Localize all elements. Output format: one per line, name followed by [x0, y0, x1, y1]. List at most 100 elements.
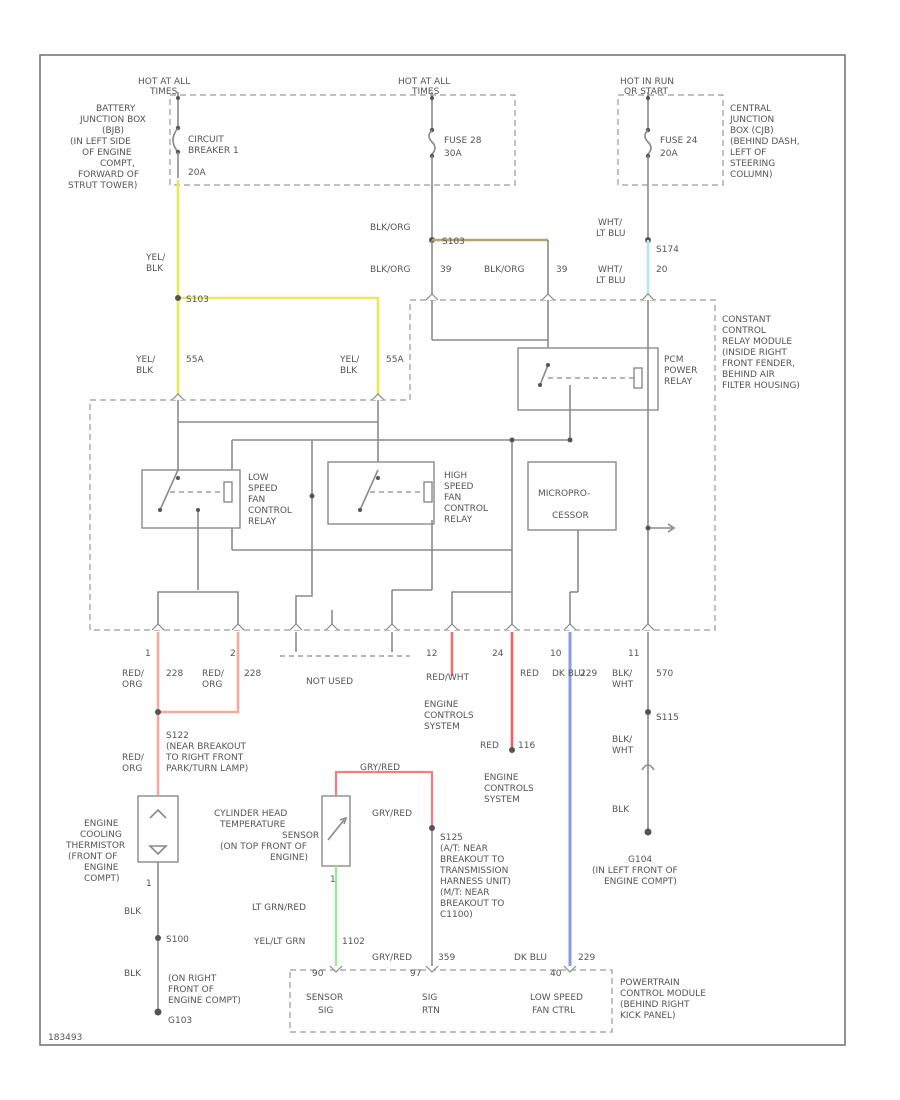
red-wht-label: RED/WHT	[426, 673, 470, 683]
low-speed-fan-ctrl-label-2: FAN CTRL	[532, 1006, 575, 1016]
low-speed-relay-label: LOW SPEED FAN CONTROL RELAY	[248, 473, 292, 527]
hot-at-all-label-2: HOT AT ALL	[398, 77, 450, 87]
g104-label: G104 (IN LEFT FRONT OF ENGINE COMPT)	[592, 855, 678, 887]
ccrm-label: CONSTANT CONTROL RELAY MODULE (INSIDE RI…	[722, 315, 800, 391]
pin-40: 40	[550, 969, 562, 979]
cjb-label: CENTRAL JUNCTION BOX (CJB) (BEHIND DASH,…	[729, 104, 800, 180]
splice-s115-label: S115	[656, 713, 679, 723]
blk-org-circuit-3: 39	[556, 265, 568, 275]
hot-in-run-or-start: OR START	[624, 87, 668, 97]
svg-text:ENGINE: ENGINE	[84, 863, 119, 873]
svg-text:SYSTEM: SYSTEM	[484, 795, 520, 805]
splice-s125	[429, 825, 435, 831]
s122-label: S122 (NEAR BREAKOUT TO RIGHT FRONT PARK/…	[165, 731, 248, 774]
svg-text:(BEHIND DASH,: (BEHIND DASH,	[730, 137, 800, 147]
svg-text:CONTROLS: CONTROLS	[484, 784, 534, 794]
svg-text:S122: S122	[166, 731, 189, 741]
svg-text:LEFT OF: LEFT OF	[730, 148, 766, 158]
splice-s103-label: S103	[186, 295, 209, 305]
svg-text:JUNCTION BOX: JUNCTION BOX	[79, 115, 146, 125]
blk-org-label-3: BLK/ORG	[484, 265, 524, 275]
yel-blk-4-label-b: BLK	[340, 366, 358, 376]
blk-org-circuit-2: 39	[440, 265, 452, 275]
svg-text:SENSOR: SENSOR	[282, 831, 319, 841]
svg-text:(IN LEFT SIDE: (IN LEFT SIDE	[70, 137, 131, 147]
gry-red-label-2: GRY/RED	[372, 809, 412, 819]
svg-text:ENGINE: ENGINE	[424, 700, 459, 710]
pcm-connectors	[329, 965, 577, 973]
yel-blk-4-label-a: YEL/	[339, 355, 360, 365]
pcm-label: POWERTRAIN CONTROL MODULE (BEHIND RIGHT …	[620, 978, 706, 1021]
fuse-28-symbol	[428, 129, 436, 155]
svg-text:(M/T: NEAR: (M/T: NEAR	[440, 888, 490, 898]
pin-24: 24	[492, 649, 504, 659]
yel-lt-grn-label: YEL/LT GRN	[253, 937, 305, 947]
yel-blk-wire-branch	[178, 296, 380, 400]
ccrm-bottom-connectors	[151, 623, 655, 631]
svg-text:S125: S125	[440, 833, 463, 843]
svg-text:(ON TOP FRONT OF: (ON TOP FRONT OF	[220, 842, 307, 852]
blk-wht-label-2b: WHT	[612, 746, 634, 756]
yel-blk-4-circuit: 55A	[386, 355, 404, 365]
red-org-label-2b: ORG	[202, 680, 222, 690]
engine-cooling-thermistor	[137, 795, 179, 863]
svg-text:STRUT TOWER): STRUT TOWER)	[68, 181, 137, 191]
pin-11: 11	[628, 649, 639, 659]
s125-label: S125 (A/T: NEAR BREAKOUT TO TRANSMISSION…	[439, 833, 511, 920]
g103-label: (ON RIGHT FRONT OF ENGINE COMPT) G103	[168, 974, 241, 1026]
fuse-24-label: FUSE 24	[660, 136, 698, 146]
red-org-label-3a: RED/	[122, 753, 145, 763]
svg-text:(FRONT OF: (FRONT OF	[68, 852, 117, 862]
hot-at-all-label-1: HOT AT ALL	[138, 77, 190, 87]
red-org-label-1b: ORG	[122, 680, 142, 690]
svg-text:CONTROL: CONTROL	[248, 506, 292, 516]
svg-text:STEERING: STEERING	[730, 159, 775, 169]
svg-text:TO RIGHT FRONT: TO RIGHT FRONT	[165, 753, 244, 763]
circuit-breaker-number: BREAKER 1	[188, 146, 239, 156]
svg-text:FRONT FENDER,: FRONT FENDER,	[722, 359, 795, 369]
svg-text:THERMISTOR: THERMISTOR	[65, 841, 125, 851]
cht-label: CYLINDER HEAD TEMPERATURE SENSOR (ON TOP…	[214, 809, 319, 863]
yel-blk-label-a: YEL/	[145, 253, 166, 263]
wht-lt-blu-label-2b: LT BLU	[596, 276, 625, 286]
pin-10: 10	[550, 649, 562, 659]
engine-controls-system-2: ENGINE CONTROLS SYSTEM	[484, 773, 534, 805]
yel-blk-3-circuit: 55A	[186, 355, 204, 365]
svg-text:RELAY: RELAY	[444, 515, 473, 525]
svg-text:RELAY MODULE: RELAY MODULE	[722, 337, 792, 347]
svg-text:POWERTRAIN: POWERTRAIN	[620, 978, 680, 988]
blk-label-left-1: BLK	[124, 907, 142, 917]
pin-2: 2	[230, 649, 236, 659]
svg-text:SPEED: SPEED	[444, 482, 474, 492]
yel-blk-3-label-b: BLK	[136, 366, 154, 376]
sensor-sig-label-1: SENSOR	[306, 993, 343, 1003]
svg-text:TRANSMISSION: TRANSMISSION	[439, 866, 508, 876]
svg-text:COLUMN): COLUMN)	[730, 170, 773, 180]
splice-s100-label: S100	[166, 935, 189, 945]
svg-text:ENGINE: ENGINE	[484, 773, 519, 783]
svg-text:SYSTEM: SYSTEM	[424, 722, 460, 732]
fuse-24-symbol	[644, 129, 652, 155]
svg-text:(BEHIND RIGHT: (BEHIND RIGHT	[620, 1000, 690, 1010]
svg-text:ENGINE: ENGINE	[84, 819, 119, 829]
svg-text:CONTROL: CONTROL	[722, 326, 766, 336]
svg-text:ENGINE COMPT): ENGINE COMPT)	[168, 996, 241, 1006]
svg-text:COMPT): COMPT)	[84, 874, 120, 884]
svg-text:BREAKOUT TO: BREAKOUT TO	[440, 855, 504, 865]
blk-wht-label-1b: WHT	[612, 680, 634, 690]
splice-s174-label: S174	[656, 245, 679, 255]
svg-text:COOLING: COOLING	[80, 830, 122, 840]
constant-control-relay-module-box	[89, 299, 716, 631]
cht-pin: 1	[330, 875, 336, 885]
svg-text:SPEED: SPEED	[248, 484, 278, 494]
central-junction-box	[617, 94, 724, 186]
svg-text:(NEAR BREAKOUT: (NEAR BREAKOUT	[166, 742, 247, 752]
svg-text:BREAKOUT TO: BREAKOUT TO	[440, 899, 504, 909]
dk-blu-circuit-2: 229	[578, 953, 595, 963]
pin-97: 97	[410, 969, 421, 979]
red-org-circuit-2: 228	[244, 669, 261, 679]
ground-g103	[154, 1008, 162, 1016]
circuit-1102: 1102	[342, 937, 365, 947]
microprocessor	[527, 461, 617, 531]
